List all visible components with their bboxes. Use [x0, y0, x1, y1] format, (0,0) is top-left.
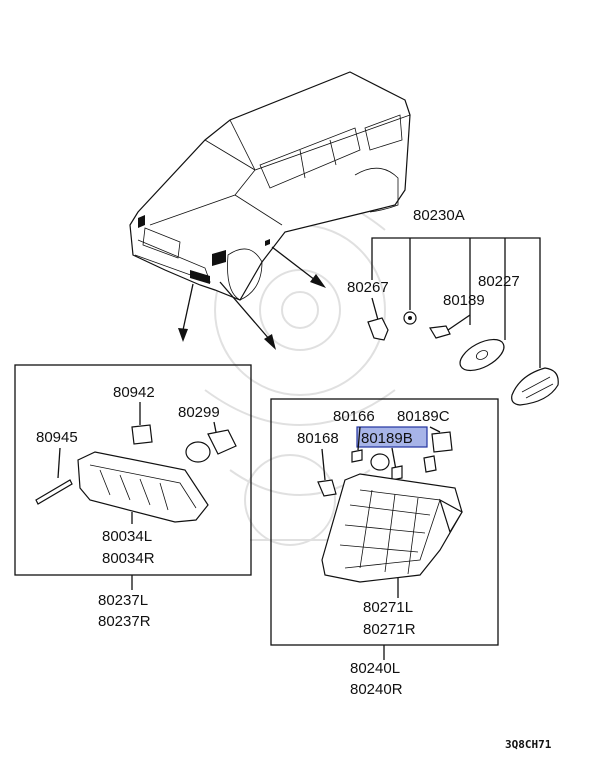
vehicle-illustration [129, 71, 411, 301]
label-80240R: 80240R [350, 681, 403, 698]
label-80271R: 80271R [363, 621, 416, 638]
screw-80166 [351, 449, 363, 463]
label-80267: 80267 [347, 279, 389, 296]
label-80240L: 80240L [350, 660, 400, 677]
label-80237R: 80237R [98, 613, 151, 630]
label-80166: 80166 [333, 408, 375, 425]
lamp-80271 [321, 473, 463, 583]
highlight-80189B[interactable] [356, 426, 428, 448]
screw-80945 [35, 479, 73, 505]
label-80034R: 80034R [102, 550, 155, 567]
label-80230A: 80230A [413, 207, 465, 224]
location-arrows [178, 246, 326, 350]
bulb-80189C [423, 455, 437, 473]
label-80271L: 80271L [363, 599, 413, 616]
label-80189: 80189 [443, 292, 485, 309]
socket-80189C [431, 431, 453, 453]
side-marker-group: 80230A 80267 80227 80189 [347, 207, 559, 406]
bulb-80189B [391, 465, 403, 481]
clip-80267 [367, 317, 389, 341]
clip-80942 [131, 424, 153, 445]
label-80189B: 80189B [361, 430, 413, 447]
clip-80168 [317, 479, 337, 497]
label-80189C: 80189C [397, 408, 450, 425]
socket-80189 [370, 453, 390, 471]
bulb-80299 [185, 441, 211, 463]
socket-80299 [207, 429, 237, 455]
label-80942: 80942 [113, 384, 155, 401]
label-80945: 80945 [36, 429, 78, 446]
label-80168: 80168 [297, 430, 339, 447]
label-80299: 80299 [178, 404, 220, 421]
label-80034L: 80034L [102, 528, 152, 545]
diagram-code: 3Q8CH71 [505, 738, 552, 751]
gasket-80227 [459, 338, 505, 372]
bulb-80189 [429, 325, 451, 339]
bumper-lamp-box: 80942 80299 80945 80034L 80034R 80237L 8… [14, 364, 252, 630]
label-80237L: 80237L [98, 592, 148, 609]
corner-lamp-box: 80166 80189C 80168 80189B 80271L 80271R … [270, 398, 499, 698]
label-80227: 80227 [478, 273, 520, 290]
side-marker-lens [511, 367, 559, 406]
